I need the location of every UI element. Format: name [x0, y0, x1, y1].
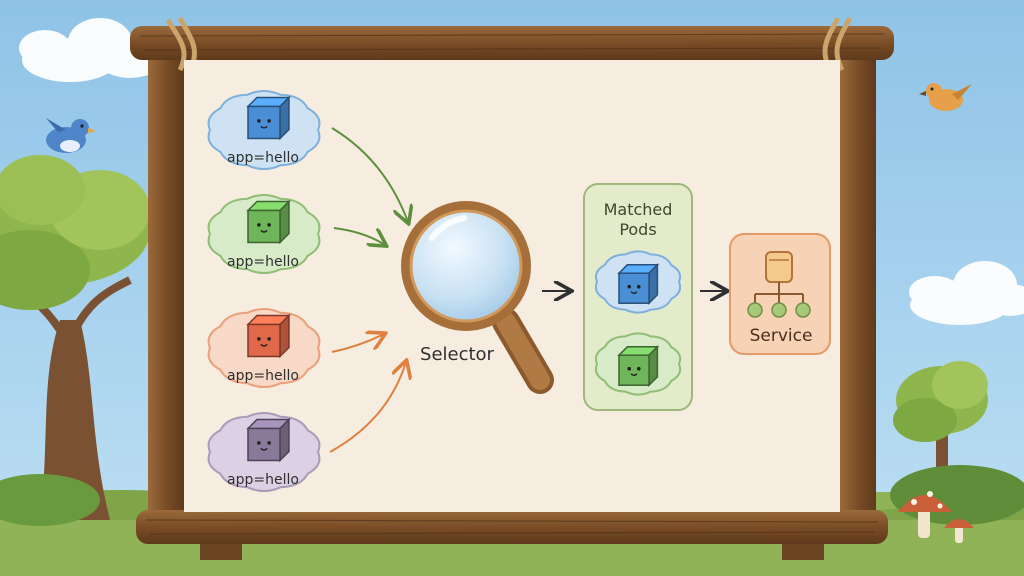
bird-left-icon	[46, 118, 96, 153]
arrow-pod-3	[331, 334, 384, 353]
selector-label: Selector	[420, 344, 494, 365]
service-label: Service	[749, 326, 813, 346]
arrow-pod-1	[331, 127, 408, 222]
bird-right-icon	[919, 83, 972, 111]
pod-label-1: app=hello	[227, 150, 299, 166]
sign-board-frame	[130, 16, 894, 560]
arrow-pod-4	[329, 362, 406, 453]
matched-title-line2: Pods	[619, 220, 657, 239]
pod-to-selector-arrows	[329, 127, 408, 453]
pod-group	[207, 89, 321, 493]
service-network-icon	[747, 251, 811, 318]
pod-cube-icon	[246, 199, 291, 245]
bush-left	[0, 474, 100, 526]
pod-2	[207, 193, 321, 275]
matched-pod-green	[594, 332, 682, 396]
right-tree	[893, 361, 988, 480]
matched-pods-title: Matched Pods	[586, 200, 690, 240]
magnifying-glass-icon	[401, 201, 554, 394]
pod-label-3: app=hello	[227, 368, 299, 384]
matched-title-line1: Matched	[603, 200, 673, 219]
pod-3	[207, 307, 321, 389]
matched-pod-blue	[594, 250, 682, 314]
bush-right	[890, 465, 1024, 525]
pod-cube-icon	[246, 417, 291, 463]
pod-4	[207, 411, 321, 493]
pod-label-4: app=hello	[227, 472, 299, 488]
pod-1	[207, 89, 321, 171]
mushroom-icon	[898, 491, 974, 543]
sky-cloud-right	[909, 261, 1024, 325]
pod-label-2: app=hello	[227, 254, 299, 270]
left-tree	[0, 155, 150, 520]
sky-cloud-left	[19, 18, 160, 82]
pod-cube-icon	[246, 313, 291, 359]
pod-cube-icon	[246, 95, 291, 141]
arrow-pod-2	[333, 227, 385, 245]
